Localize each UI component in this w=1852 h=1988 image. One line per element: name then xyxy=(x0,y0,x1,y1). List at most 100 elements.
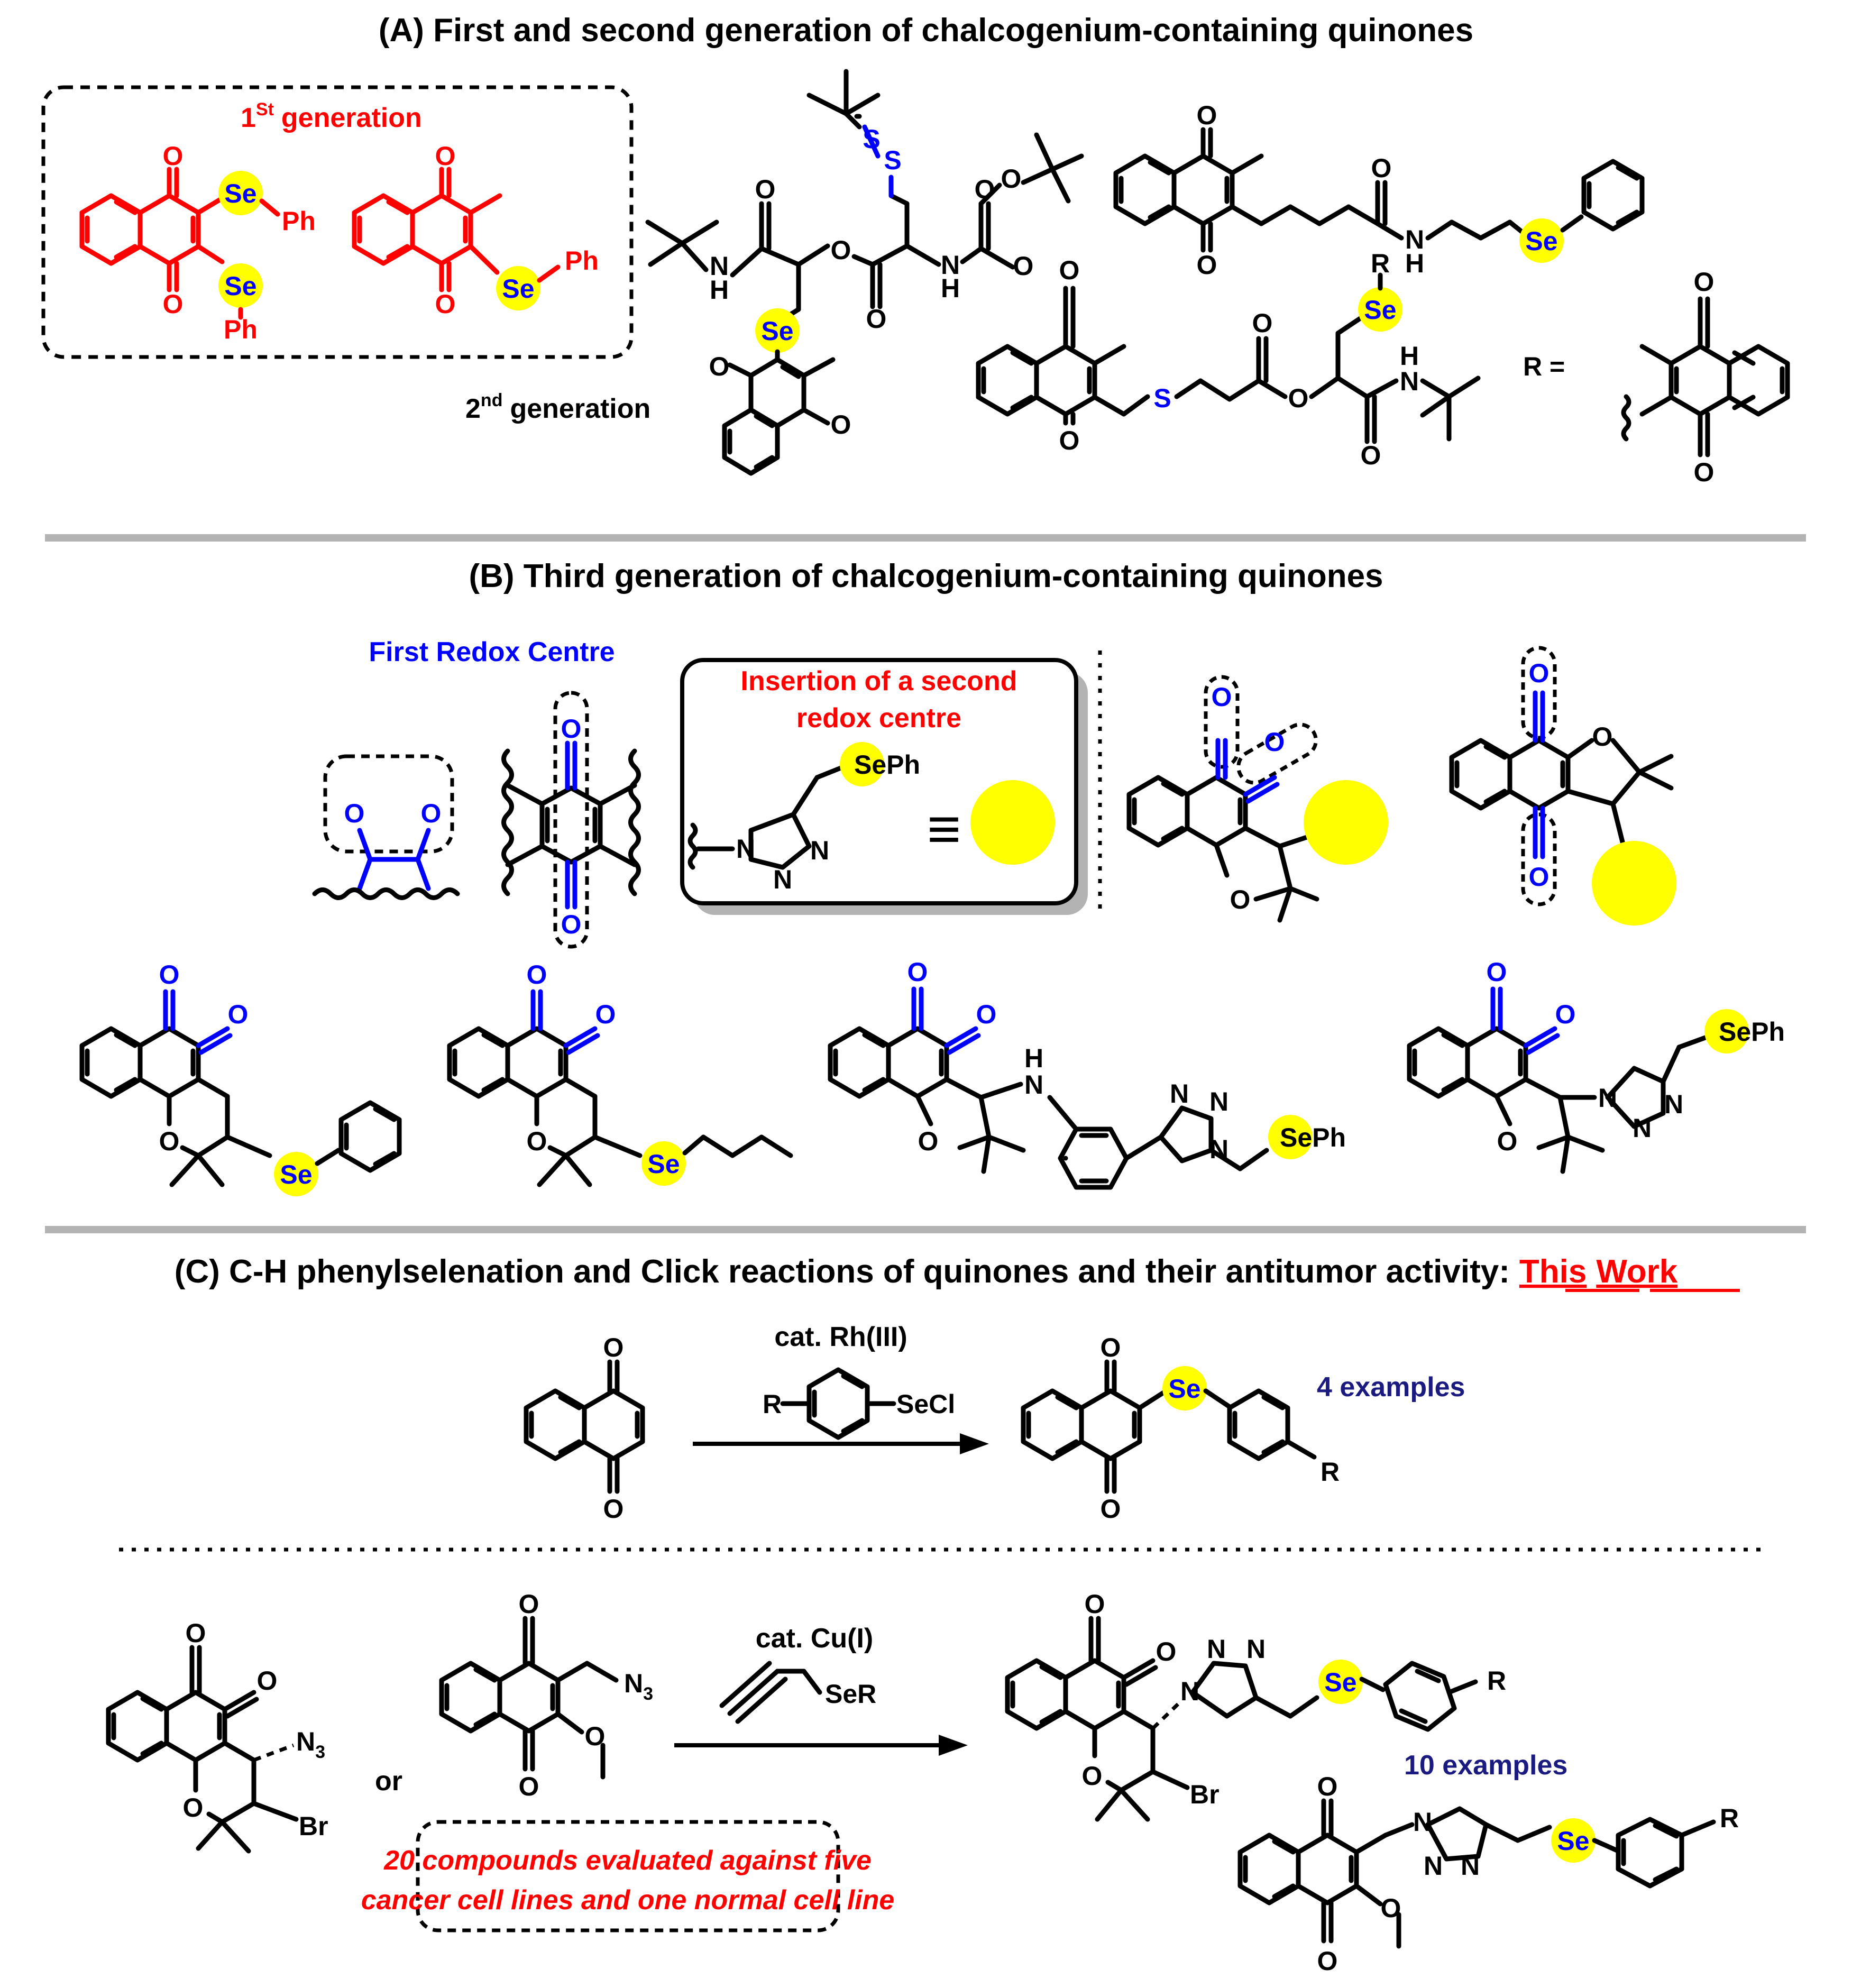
r-equals-label: R = xyxy=(1523,352,1565,381)
atom-o: O xyxy=(186,1618,206,1648)
first-generation-box xyxy=(41,85,634,359)
atom-n: N xyxy=(1209,1087,1228,1116)
or-label: or xyxy=(375,1766,402,1797)
atom-n: N xyxy=(810,836,829,865)
click-product-pyran xyxy=(1005,1616,1478,1822)
atom-o: O xyxy=(1381,1893,1401,1923)
atom-o: O xyxy=(918,1126,939,1156)
atom-o: O xyxy=(1059,426,1080,455)
atom-o: O xyxy=(561,910,582,939)
section-b-title: (B) Third generation of chalcogenium-con… xyxy=(469,558,1383,594)
secl-label: SeCl xyxy=(896,1389,955,1419)
section-a-title: (A) First and second generation of chalc… xyxy=(379,12,1473,49)
evaluation-box xyxy=(416,1820,840,1932)
atom-n: N xyxy=(1633,1113,1652,1143)
atom-n: N xyxy=(1024,1070,1043,1100)
atom-se: Se xyxy=(647,1149,680,1179)
atom-o: O xyxy=(159,960,180,990)
second-gen-disulfide-amide xyxy=(645,69,1084,476)
atom-o: O xyxy=(435,141,456,171)
pyran-ortho-quinone-butylselanyl xyxy=(447,989,793,1187)
atom-n: N xyxy=(941,250,960,280)
atom-s: S xyxy=(884,145,901,175)
atom-o: O xyxy=(1317,1946,1338,1976)
atom-n: N xyxy=(1405,225,1424,254)
pyran-ortho-quinone-phenylselanyl xyxy=(79,989,402,1196)
atom-o: O xyxy=(527,1126,547,1156)
atom-o: O xyxy=(1085,1589,1105,1619)
rh-catalyst-label: cat. Rh(III) xyxy=(774,1322,907,1352)
atom-s: S xyxy=(1153,383,1171,413)
atom-o: O xyxy=(163,141,184,171)
atom-o: O xyxy=(421,799,442,828)
atom-r: R xyxy=(1371,249,1390,278)
atom-r: R xyxy=(1321,1457,1340,1487)
atom-se: Se xyxy=(502,274,534,304)
atom-o: O xyxy=(595,1000,616,1029)
atom-o: O xyxy=(866,304,887,334)
r-group-menadione xyxy=(1621,296,1790,457)
second-gen-menadione-amide xyxy=(1113,127,1645,263)
atom-n: N xyxy=(773,865,792,894)
furan-ortho-quinone-triazole-seph xyxy=(1407,986,1749,1174)
equivalence-symbol: ≡ xyxy=(927,796,961,862)
atom-n: N xyxy=(710,251,729,281)
atom-n: N xyxy=(1180,1676,1199,1706)
furan-ortho-quinone-aniline-triazole xyxy=(828,986,1313,1190)
atom-h: H xyxy=(1024,1043,1043,1073)
atom-se: Se xyxy=(280,1160,312,1189)
atom-o: O xyxy=(1101,1494,1121,1524)
second-gen-thioether-quinone xyxy=(976,272,1481,444)
divider-b-c xyxy=(45,1226,1806,1233)
atom-o: O xyxy=(1497,1126,1518,1156)
atom-o: O xyxy=(755,175,776,204)
atom-o: O xyxy=(1487,957,1507,987)
ten-examples-label: 10 examples xyxy=(1404,1750,1567,1781)
para-quinone-schematic xyxy=(501,691,641,949)
atom-n: N xyxy=(1400,367,1419,396)
atom-o: O xyxy=(1101,1333,1121,1362)
atom-h: H xyxy=(710,275,729,305)
atom-o: O xyxy=(1230,885,1251,914)
atom-n: N xyxy=(1246,1634,1266,1664)
atom-o: O xyxy=(344,799,365,828)
atom-o: O xyxy=(1197,250,1217,280)
atom-o: O xyxy=(561,714,582,744)
atom-se: Se xyxy=(1525,226,1557,256)
atom-o: O xyxy=(1592,722,1613,752)
atom-o: O xyxy=(435,289,456,319)
menadione-phenylselanyl xyxy=(352,167,561,310)
atom-seph: SePh xyxy=(1280,1123,1346,1152)
azidomethyl-methoxy-quinone xyxy=(439,1616,619,1780)
divider-a-b xyxy=(45,534,1806,542)
naphthoquinone xyxy=(524,1359,645,1494)
atom-br: Br xyxy=(299,1811,328,1841)
atom-o: O xyxy=(519,1772,539,1801)
atom-se: Se xyxy=(1364,295,1396,325)
atom-o: O xyxy=(831,235,851,265)
atom-n: N xyxy=(1170,1079,1189,1108)
atom-o: O xyxy=(585,1721,606,1751)
atom-r: R xyxy=(1487,1666,1506,1696)
atom-o: O xyxy=(163,289,184,319)
atom-o: O xyxy=(1082,1761,1103,1791)
furano-para-quinone-ball xyxy=(1449,646,1676,926)
cu-arrowhead xyxy=(939,1735,968,1756)
atom-se: Se xyxy=(224,179,256,208)
redox-centre-ball xyxy=(970,780,1055,865)
atom-o: O xyxy=(1371,153,1392,183)
atom-se: Se xyxy=(224,271,256,301)
section-c-title: (C) C-H phenylselenation and Click react… xyxy=(175,1253,1678,1290)
atom-n: N xyxy=(1598,1083,1617,1113)
atom-o: O xyxy=(228,1000,249,1029)
atom-o: O xyxy=(1694,457,1715,487)
atom-o: O xyxy=(1361,441,1381,470)
atom-o: O xyxy=(603,1333,624,1362)
atom-o: O xyxy=(257,1666,278,1696)
atom-o: O xyxy=(1317,1772,1338,1801)
azide-label: N3 xyxy=(624,1669,653,1704)
first-redox-label: First Redox Centre xyxy=(369,637,615,667)
atom-h: H xyxy=(1405,249,1424,278)
